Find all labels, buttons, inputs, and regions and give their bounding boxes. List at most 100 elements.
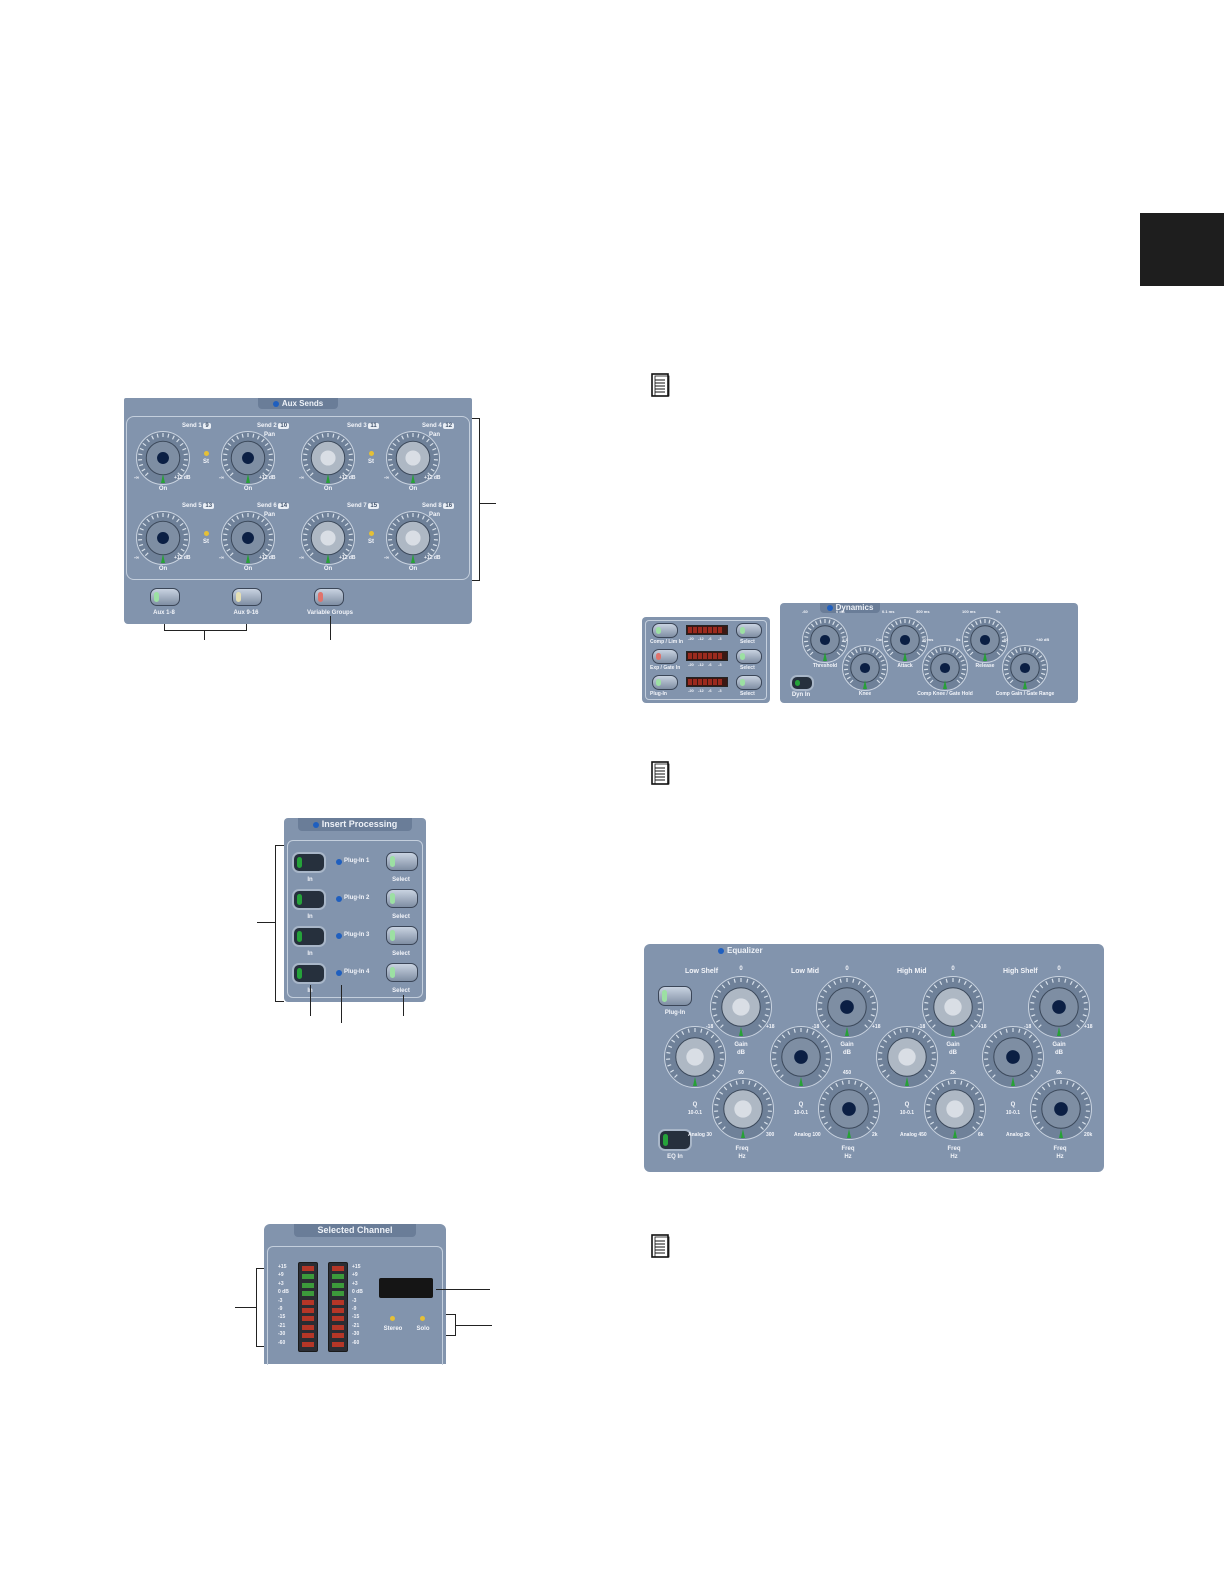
eq-q-knob-2[interactable] <box>770 1026 832 1093</box>
eq-gain-knob-4[interactable] <box>1028 976 1090 1043</box>
callout-bracket <box>256 1268 264 1269</box>
eq-plug-in-button[interactable] <box>658 986 692 1006</box>
stereo-led <box>369 531 374 536</box>
dyn-scale: 100 ms <box>962 609 976 614</box>
variable-groups-label: Variable Groups <box>306 610 354 616</box>
dyn-scale: 10 ms <box>922 637 934 642</box>
send-5-knob[interactable] <box>136 511 190 570</box>
insert-select-button-2[interactable] <box>386 889 418 908</box>
aux-9-16-label: Aux 9-16 <box>233 610 259 616</box>
min-label: -∞ <box>134 555 140 561</box>
callout-bracket <box>446 1335 456 1336</box>
st-label: St <box>368 459 374 465</box>
minus-label: -18 <box>706 1024 714 1030</box>
dyn-select-button[interactable] <box>736 623 762 638</box>
note-icon <box>650 761 670 785</box>
callout-line <box>204 630 205 640</box>
aux-sends-frame <box>126 416 470 580</box>
chapter-tab <box>1140 213 1224 286</box>
eq-in-button[interactable] <box>658 1129 692 1151</box>
max-label: +12 dB <box>259 475 276 481</box>
eq-freq-knob-2[interactable] <box>818 1078 880 1145</box>
eq-gain-knob-1[interactable] <box>710 976 772 1043</box>
plus-label: +18 <box>978 1024 987 1030</box>
callout-bracket <box>455 1314 456 1336</box>
meter-scale: -20 <box>688 688 694 693</box>
zero-label: 0 <box>739 966 743 972</box>
dyn-button-2[interactable] <box>652 649 678 664</box>
send-4-label: Send 4 12 <box>422 423 455 429</box>
meter-scale-right: +3 <box>352 1280 358 1287</box>
send-6-knob[interactable] <box>221 511 275 570</box>
stereo-led <box>369 451 374 456</box>
callout-bracket <box>246 624 247 631</box>
hz-label: Hz <box>950 1154 958 1160</box>
insert-in-button-1[interactable] <box>292 852 326 873</box>
send-7-knob[interactable] <box>301 511 355 570</box>
db-label: dB <box>1055 1050 1063 1056</box>
dyn-button-1[interactable] <box>652 623 678 638</box>
hz-label: Hz <box>1056 1154 1064 1160</box>
dyn-knob-1[interactable] <box>802 617 848 668</box>
zero-label: 0 <box>845 966 849 972</box>
freq-label: Freq <box>947 1146 961 1152</box>
dyn-knob-6[interactable] <box>1002 645 1048 696</box>
gain-label: Gain <box>840 1042 854 1048</box>
on-label: On <box>323 566 333 572</box>
freq-high-label: 2k <box>872 1132 878 1138</box>
eq-q-knob-3[interactable] <box>876 1026 938 1093</box>
insert-in-button-2[interactable] <box>292 889 326 910</box>
max-label: +12 dB <box>259 555 276 561</box>
eq-gain-knob-2[interactable] <box>816 976 878 1043</box>
insert-select-button-3[interactable] <box>386 926 418 945</box>
meter-scale-left: -3 <box>278 1297 283 1304</box>
dyn-in-button[interactable] <box>790 675 814 691</box>
send-3-knob[interactable] <box>301 431 355 490</box>
aux-1-8-button[interactable] <box>150 588 180 606</box>
dyn-knob-3[interactable] <box>882 617 928 668</box>
stereo-label: Stereo <box>383 1326 403 1332</box>
insert-select-button-1[interactable] <box>386 852 418 871</box>
meter-scale-left: 0 dB <box>278 1289 289 1296</box>
variable-groups-button[interactable] <box>314 588 344 606</box>
meter-scale: -6 <box>708 636 712 641</box>
dyn-select-button[interactable] <box>736 675 762 690</box>
send-1-knob[interactable] <box>136 431 190 490</box>
insert-select-button-4[interactable] <box>386 963 418 982</box>
dyn-select-button[interactable] <box>736 649 762 664</box>
callout-line <box>403 995 404 1016</box>
plug-in-label: Plug-In 2 <box>344 895 370 901</box>
eq-freq-knob-3[interactable] <box>924 1078 986 1145</box>
insert-in-button-3[interactable] <box>292 926 326 947</box>
eq-q-knob-1[interactable] <box>664 1026 726 1093</box>
send-2-knob[interactable] <box>221 431 275 490</box>
freq-high-label: 6k <box>978 1132 984 1138</box>
meter-scale-left: -60 <box>278 1339 286 1346</box>
eq-freq-knob-4[interactable] <box>1030 1078 1092 1145</box>
pan-label: Pan <box>429 432 441 438</box>
eq-freq-knob-1[interactable] <box>712 1078 774 1145</box>
eq-q-knob-4[interactable] <box>982 1026 1044 1093</box>
meter-scale-right: -9 <box>352 1306 357 1312</box>
send-4-knob[interactable] <box>386 431 440 490</box>
insert-in-button-4[interactable] <box>292 963 326 984</box>
eq-gain-knob-3[interactable] <box>922 976 984 1043</box>
dyn-knob-5[interactable] <box>962 617 1008 668</box>
aux-9-16-button[interactable] <box>232 588 262 606</box>
dyn-button-3[interactable] <box>652 675 678 690</box>
callout-bracket <box>446 1314 456 1315</box>
dyn-knob-2[interactable] <box>842 645 888 696</box>
dyn-scale: 0 dB <box>836 609 845 614</box>
select-label: Select <box>740 665 755 671</box>
dyn-scale: 1:1 <box>842 637 848 642</box>
minus-label: -18 <box>918 1024 926 1030</box>
dyn-scale: 5s <box>996 609 1001 614</box>
send-8-knob[interactable] <box>386 511 440 570</box>
dyn-knob-4[interactable] <box>922 645 968 696</box>
callout-line <box>480 503 496 504</box>
